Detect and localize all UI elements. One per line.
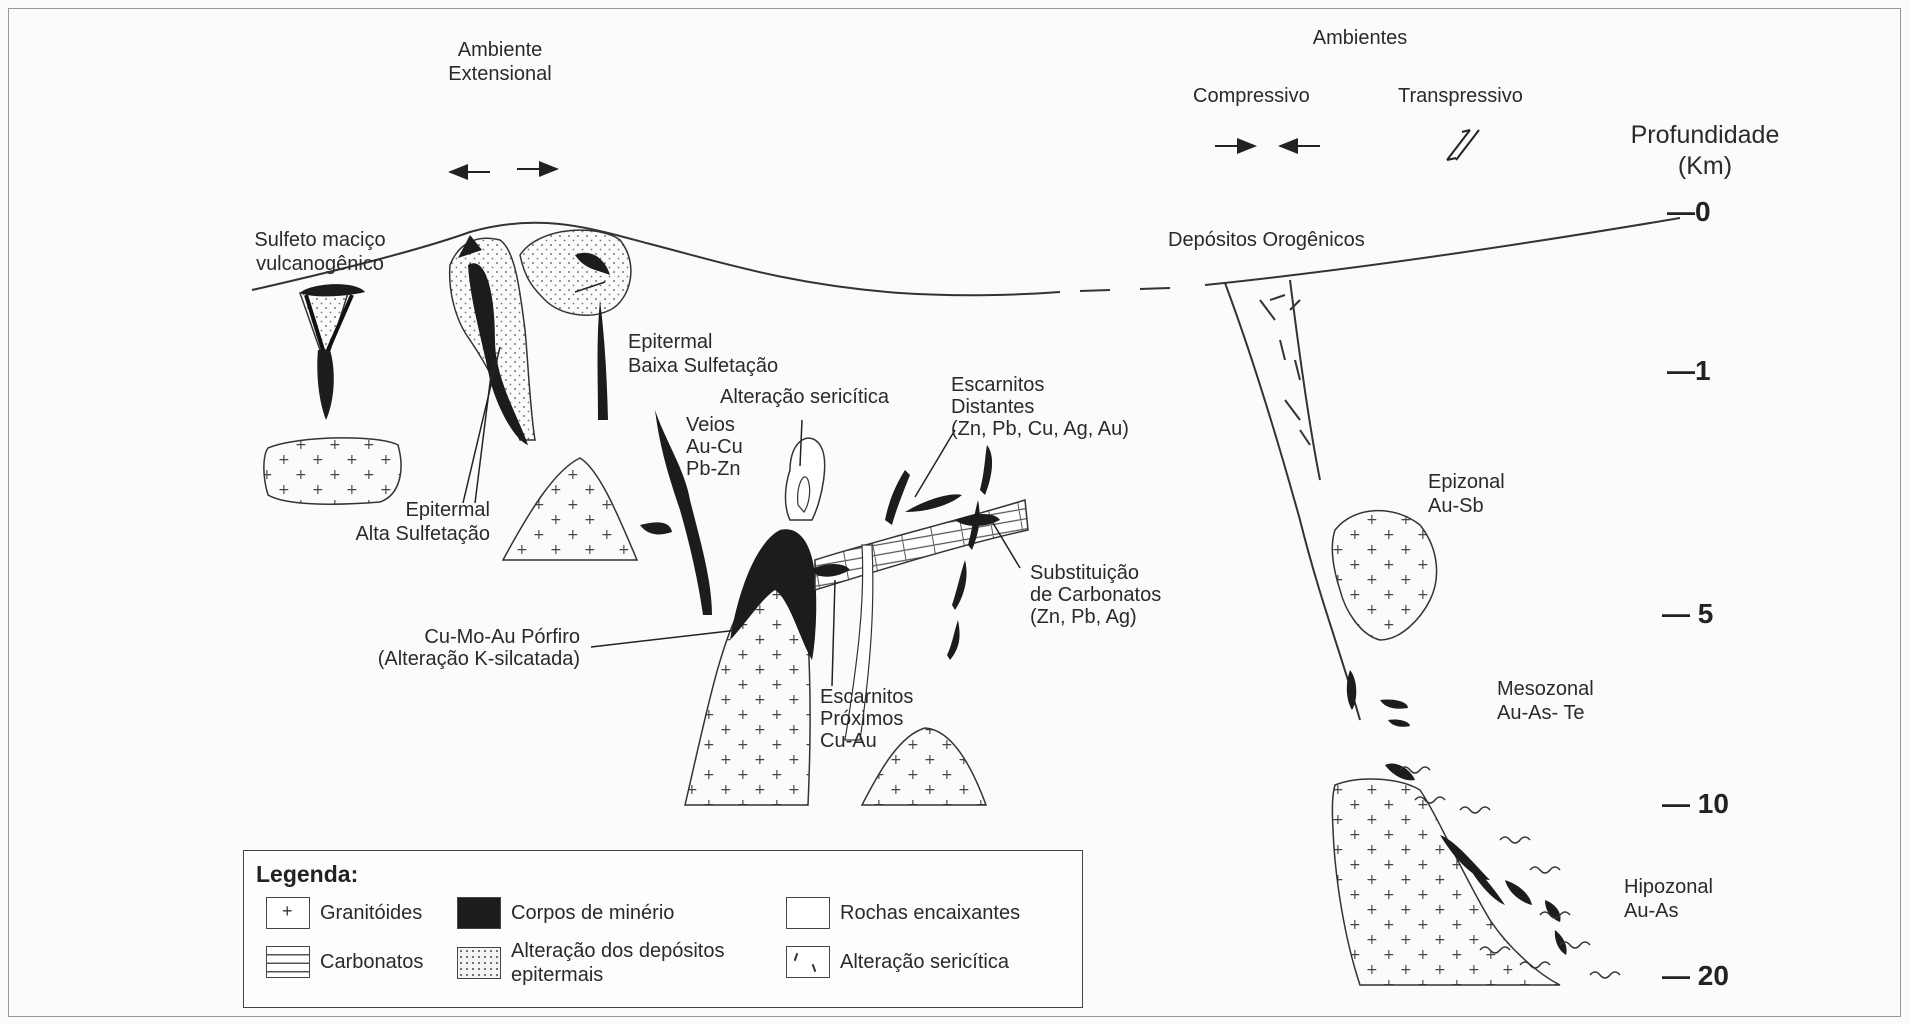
legend-title: Legenda: <box>256 861 358 888</box>
depth-tick-10: — 10 <box>1662 788 1729 820</box>
extensional-arrows-icon <box>450 169 557 172</box>
mesozonal-label: Mesozonal Au-As- Te <box>1497 677 1594 725</box>
low-sulph-vein <box>598 300 609 420</box>
depth-tick-20: — 20 <box>1662 960 1729 992</box>
substituicao-label: Substituição de Carbonatos (Zn, Pb, Ag) <box>1030 562 1161 628</box>
mesozonal-ore-pods <box>1347 670 1410 727</box>
epithermal-alteration-swatch-icon <box>457 947 501 979</box>
epizonal-label: Epizonal Au-Sb <box>1428 470 1505 518</box>
alteracao-sericitica-label: Alteração sericítica <box>720 385 889 409</box>
depth-axis-title: Profundidade (Km) <box>1610 120 1800 182</box>
legend-corpos: Corpos de minério <box>511 901 674 925</box>
sericitic-alteration-swatch-icon <box>786 946 830 978</box>
skarn-distant-ore <box>905 494 962 512</box>
epithermal-arch <box>520 230 631 315</box>
depth-tick-5: — 5 <box>1662 598 1713 630</box>
legend-item-corpos: Corpos de minério <box>457 897 674 929</box>
depth-tick-0: —0 <box>1667 196 1711 228</box>
depth-tick-1: —1 <box>1667 355 1711 387</box>
granitoides-swatch-icon <box>266 897 310 929</box>
porfiro-label: Cu-Mo-Au Pórfiro (Alteração K-silcatada) <box>340 626 580 670</box>
vms-deposit <box>300 284 365 420</box>
transpressivo-label: Transpressivo <box>1398 84 1523 108</box>
epizonal-granite <box>1332 511 1436 640</box>
hipozonal-label: Hipozonal Au-As <box>1624 875 1713 923</box>
carbonate-swatch-icon <box>266 946 310 978</box>
ambientes-label: Ambientes <box>1310 26 1410 50</box>
veios-label: Veios Au-Cu Pb-Zn <box>686 414 743 480</box>
legend-item-alteracao-epi: Alteração dos depósitos epitermais <box>457 939 724 987</box>
orogenicos-label: Depósitos Orogênicos <box>1168 228 1365 252</box>
surface-dashes <box>1080 288 1170 291</box>
legend-item-alteracao-seric: Alteração sericítica <box>786 946 1009 978</box>
epitermal-alta-label: Epitermal Alta Sulfetação <box>320 498 490 546</box>
transpressive-symbol-icon <box>1447 130 1479 160</box>
host-rock-swatch-icon <box>786 897 830 929</box>
escarnitos-distantes-label: Escarnitos Distantes (Zn, Pb, Cu, Ag, Au… <box>951 374 1129 440</box>
granite-body-2 <box>503 458 637 560</box>
skarn-vein-1 <box>885 470 910 525</box>
legend-carbonatos: Carbonatos <box>320 950 423 974</box>
legend-alteracao-seric: Alteração sericítica <box>840 950 1009 974</box>
sulfeto-label: Sulfeto maciço vulcanogênico <box>240 228 400 276</box>
ore-body-swatch-icon <box>457 897 501 929</box>
legend-item-granitoides: Granitóides <box>266 897 422 929</box>
granite-body-1 <box>264 438 401 504</box>
carbonate-layer <box>815 500 1028 590</box>
hipozonal-granite <box>1332 779 1560 985</box>
orogenic-shear-zone <box>1225 280 1360 720</box>
epitermal-baixa-label: Epitermal Baixa Sulfetação <box>628 330 778 378</box>
legend-alteracao-epi: Alteração dos depósitos epitermais <box>511 939 724 987</box>
legend-box: Legenda: Granitóides Corpos de minério R… <box>243 850 1083 1008</box>
escarnitos-proximos-label: Escarnitos Próximos Cu-Au <box>820 686 913 752</box>
vein-small <box>640 522 672 534</box>
legend-granitoides: Granitóides <box>320 901 422 925</box>
legend-item-rochas: Rochas encaixantes <box>786 897 1020 929</box>
vein-pods <box>947 445 992 660</box>
compressivo-label: Compressivo <box>1193 84 1310 108</box>
legend-rochas: Rochas encaixantes <box>840 901 1020 925</box>
legend-item-carbonatos: Carbonatos <box>266 946 423 978</box>
extensional-label: Ambiente Extensional <box>430 38 570 86</box>
